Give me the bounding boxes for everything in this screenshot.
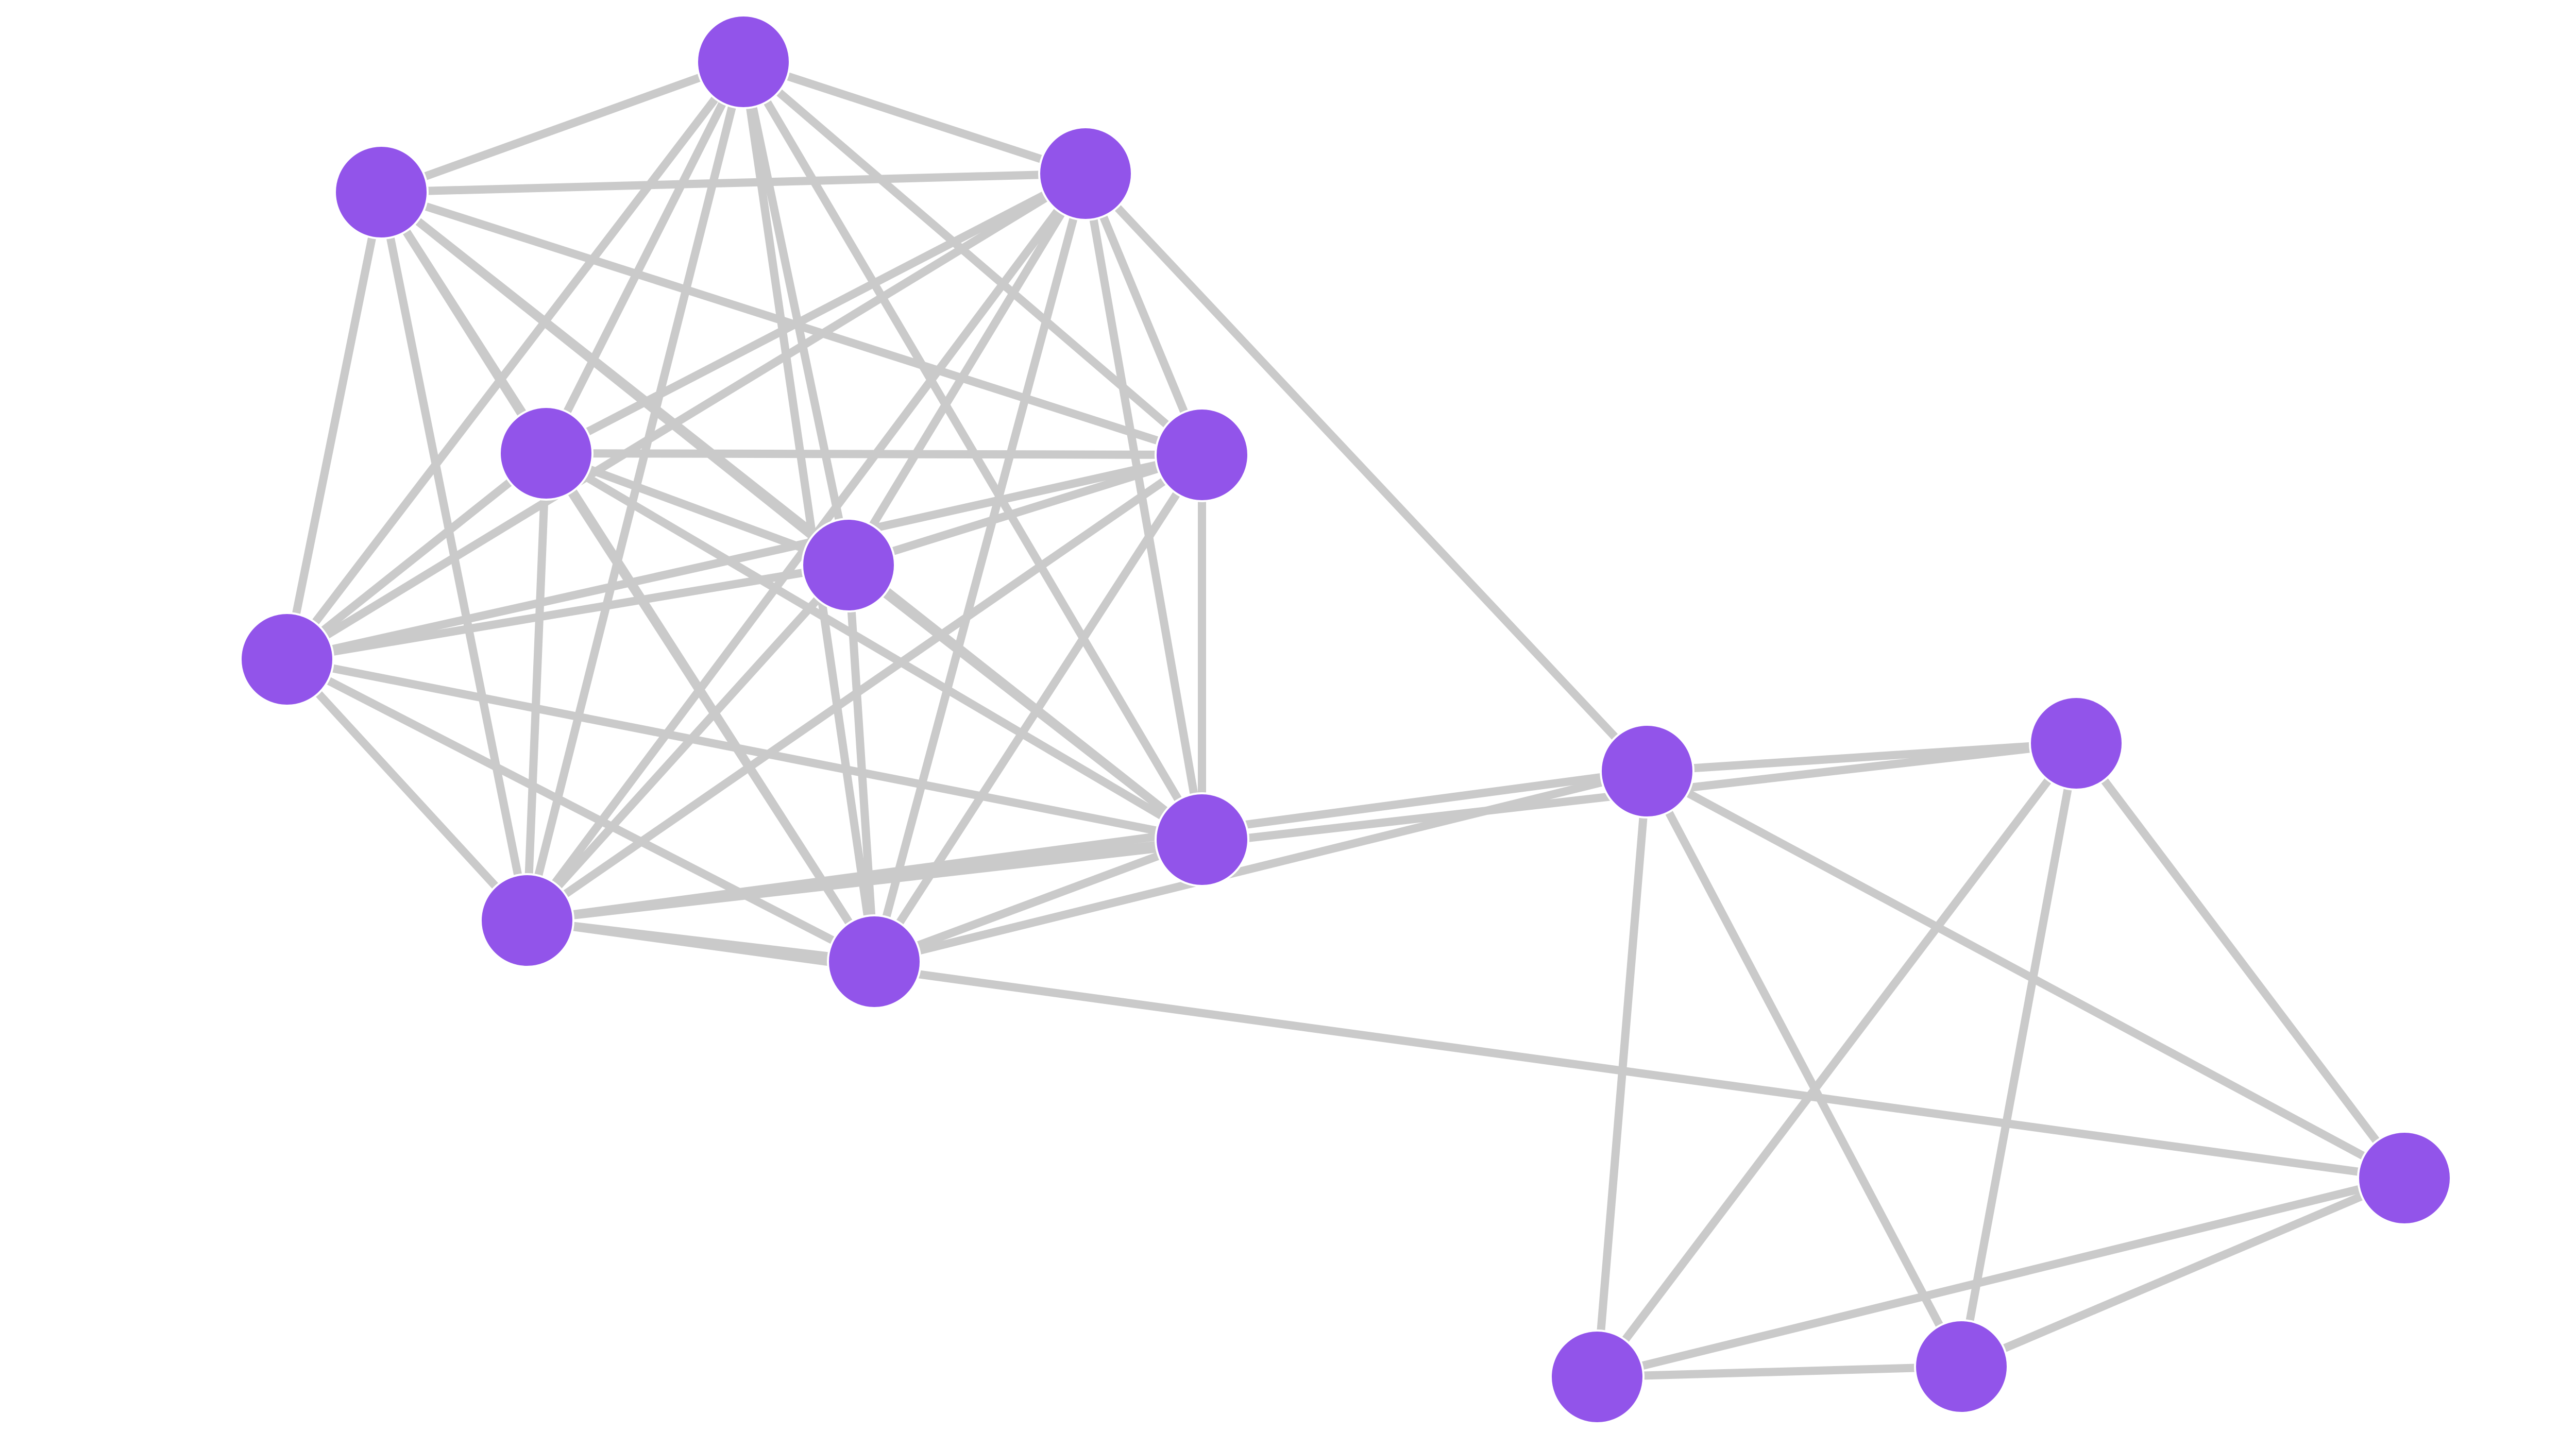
edge-n4-n7 [283,449,550,663]
edge-n4-n8 [542,449,1206,844]
edge-n13-n14 [1593,1174,2409,1381]
edge-n1-n7 [283,58,748,663]
edge-n14-n15 [1593,1362,1965,1381]
edge-n1-n6 [739,58,853,569]
edge-n11-n14 [1593,767,1651,1381]
edge-n12-n14 [1593,739,2080,1381]
edges-layer [283,58,2409,1381]
edge-n3-n5 [1081,169,1206,459]
edge-n3-n8 [1081,169,1206,844]
edge-n3-n6 [844,169,1090,569]
edge-n2-n7 [283,188,385,663]
edge-n4-n9 [523,449,550,925]
graph-node-n15[interactable] [1914,1319,2009,1414]
edge-n1-n2 [377,58,748,196]
edge-n11-n12 [1643,739,2080,775]
graph-node-n2[interactable] [334,145,429,240]
graph-node-n14[interactable] [1550,1329,1645,1424]
graph-node-n8[interactable] [1155,792,1249,887]
edge-n3-n4 [542,169,1090,457]
edge-n6-n7 [283,561,853,663]
edge-n3-n11 [1081,169,1651,775]
edge-n10-n11 [870,767,1651,966]
edge-n9-n12 [523,739,2080,925]
graph-node-n5[interactable] [1155,407,1249,502]
graph-node-n10[interactable] [827,914,922,1009]
edge-n11-n13 [1643,767,2409,1182]
graph-node-n12[interactable] [2029,696,2124,791]
edge-n1-n9 [523,58,748,925]
edge-n5-n6 [844,451,1206,569]
edge-n1-n4 [542,58,748,457]
edge-n3-n10 [870,169,1090,966]
edge-n1-n10 [739,58,878,966]
edge-n7-n8 [283,655,1206,844]
edge-n12-n15 [1957,739,2080,1371]
edge-n7-n10 [283,655,878,966]
graph-node-n7[interactable] [240,612,334,707]
edge-n2-n3 [377,169,1090,196]
graph-node-n1[interactable] [696,14,791,109]
edge-n6-n9 [523,561,853,925]
edge-n12-n13 [2072,739,2409,1182]
graph-node-n6[interactable] [801,518,896,612]
edge-n5-n7 [283,451,1206,663]
edge-n3-n7 [283,169,1090,663]
edge-n8-n10 [870,836,1206,966]
edge-n11-n15 [1643,767,1965,1371]
graph-node-n4[interactable] [499,406,594,501]
edge-n7-n9 [283,655,531,925]
edge-n6-n10 [844,561,878,966]
graph-node-n13[interactable] [2357,1131,2452,1225]
nodes-layer [240,14,2452,1424]
edge-n13-n15 [1957,1174,2409,1371]
edge-n4-n10 [542,449,878,966]
graph-node-n3[interactable] [1038,126,1133,221]
edge-n4-n5 [542,449,1206,459]
edge-n1-n3 [739,58,1090,178]
graph-node-n11[interactable] [1600,724,1694,819]
graph-node-n9[interactable] [480,873,574,968]
edge-n6-n8 [844,561,1206,844]
